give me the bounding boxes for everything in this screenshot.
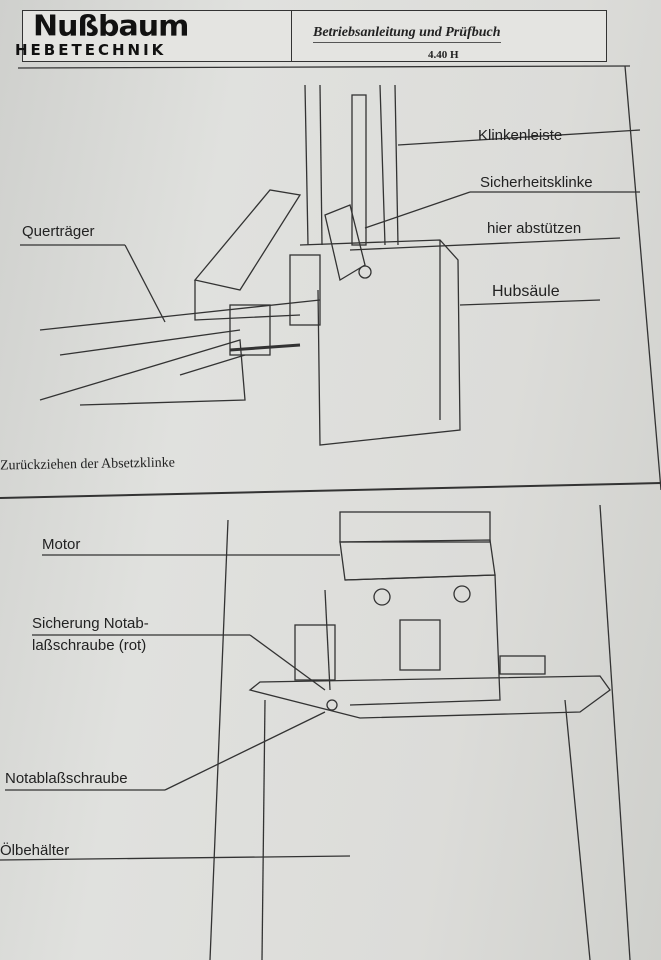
label-sicherung-line1: Sicherung Notab- xyxy=(32,615,149,632)
leader-notablass-arrow xyxy=(164,711,326,791)
label-sicherheitsklinke: Sicherheitsklinke xyxy=(480,174,593,191)
label-klinkenleiste: Klinkenleiste xyxy=(478,127,563,144)
logo-main-text: Nußbaum xyxy=(33,9,189,44)
lift-column-drawing xyxy=(39,84,461,446)
leader-hier-abstuetzen xyxy=(349,237,621,251)
right-frame-line xyxy=(624,65,661,491)
nussbaum-logo: Nußbaum HEBETECHNIK xyxy=(15,9,292,61)
section-divider xyxy=(0,482,661,499)
top-frame-line xyxy=(17,65,631,69)
leader-hubsaeule xyxy=(459,299,601,306)
leader-klinkenleiste xyxy=(397,129,641,146)
label-hier-abstuetzen: hier abstützen xyxy=(487,220,582,237)
document-title: Betriebsanleitung und Prüfbuch xyxy=(313,25,501,43)
figure-caption: Zurückziehen der Absetzklinke xyxy=(0,455,176,474)
leader-sicherheitsklinke xyxy=(364,191,471,229)
page-header: Nußbaum HEBETECHNIK Betriebsanleitung un… xyxy=(15,9,607,62)
label-motor: Motor xyxy=(42,536,81,553)
leader-oelbehaelter xyxy=(0,855,351,861)
label-oelbehaelter: Ölbehälter xyxy=(0,842,70,859)
leader-quertraeger-arrow xyxy=(124,244,166,323)
motor-tank-drawing xyxy=(209,504,631,960)
model-code: 4.40 H xyxy=(428,49,459,61)
logo-sub-text: HEBETECHNIK xyxy=(15,41,167,59)
label-notablassschraube: Notablaßschraube xyxy=(5,770,128,787)
label-sicherung-line2: laßschraube (rot) xyxy=(32,637,147,654)
label-quertraeger: Querträger xyxy=(22,223,95,240)
leader-sicherung-arrow xyxy=(249,634,326,691)
label-hubsaeule: Hubsäule xyxy=(492,283,560,300)
